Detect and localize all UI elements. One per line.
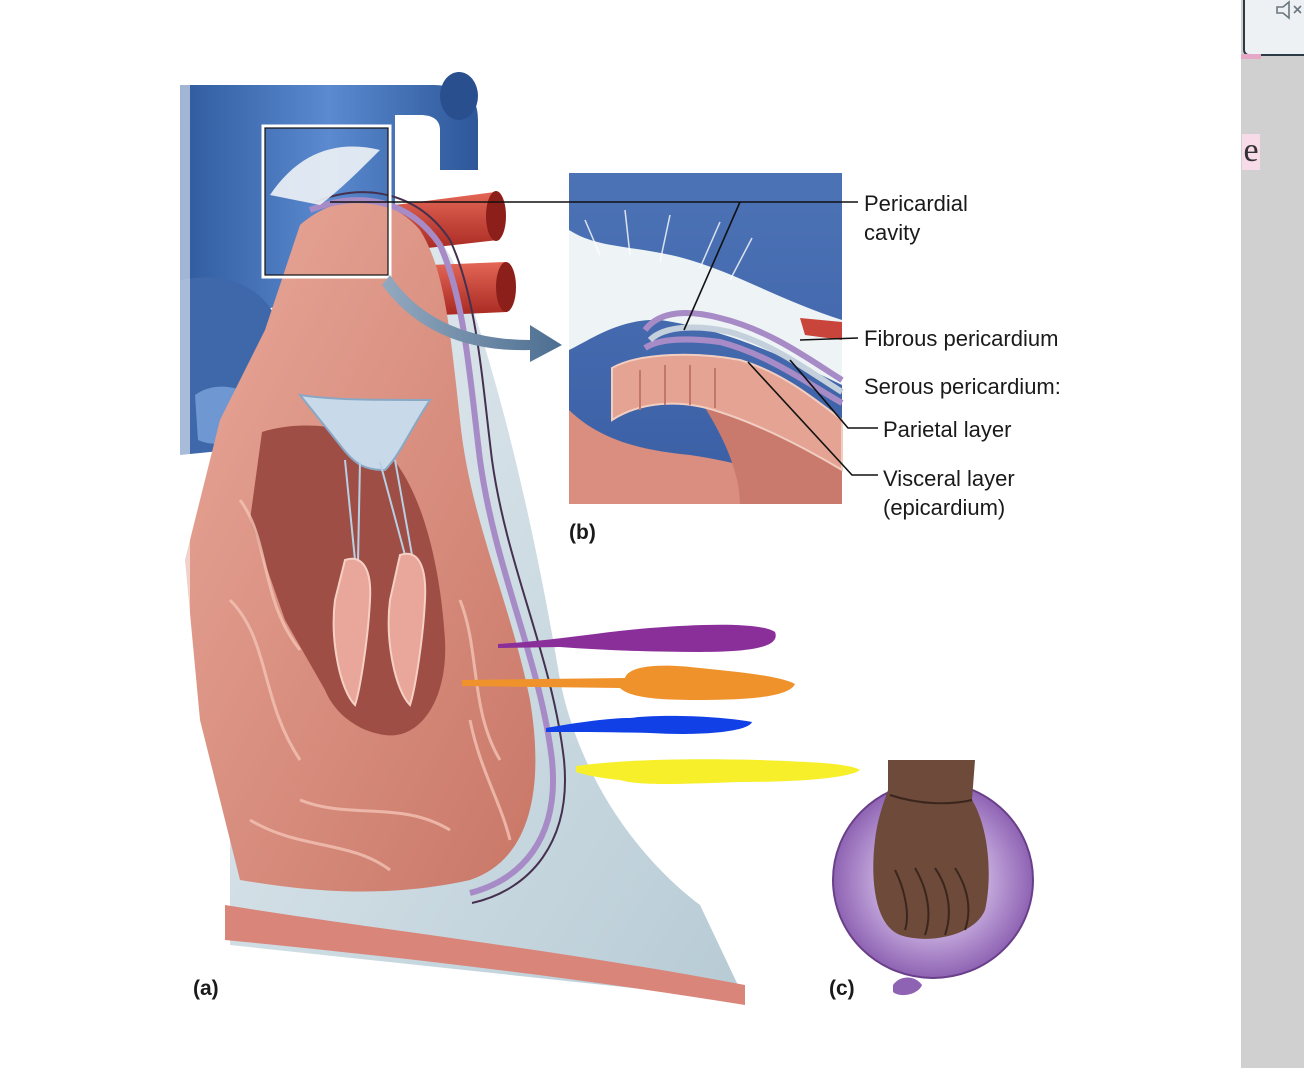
label-visceral-layer-line1: Visceral layer [883,466,1015,491]
zoom-arrow-icon [382,275,562,362]
panel-tag-c: (c) [829,977,855,1000]
fist-balloon-illustration [827,760,1039,996]
side-panel [1241,0,1304,1068]
yellow-marker-scribble [576,759,860,784]
label-serous-pericardium: Serous pericardium: [864,374,1061,399]
purple-marker-scribble [498,624,776,652]
heart-illustration [160,70,745,1005]
label-pericardial-cavity-line2: cavity [864,220,921,245]
side-accent-bar [1241,54,1261,59]
speaker-icon[interactable] [1275,0,1304,22]
orange-marker-scribble [462,665,795,700]
panel-tag-a: (a) [193,977,219,1000]
blue-marker-scribble [546,715,752,734]
inset-illustration [569,173,844,504]
label-pericardial-cavity-line1: Pericardial [864,191,968,216]
label-parietal-layer: Parietal layer [883,417,1012,442]
panel-tag-b: (b) [569,521,596,544]
audio-card[interactable] [1243,0,1304,56]
label-visceral-layer-line2: (epicardium) [883,495,1006,520]
leader-lines [330,201,878,476]
label-fibrous-pericardium: Fibrous pericardium [864,326,1059,351]
marker-annotations [462,624,947,788]
side-letter-fragment: e [1242,134,1260,170]
